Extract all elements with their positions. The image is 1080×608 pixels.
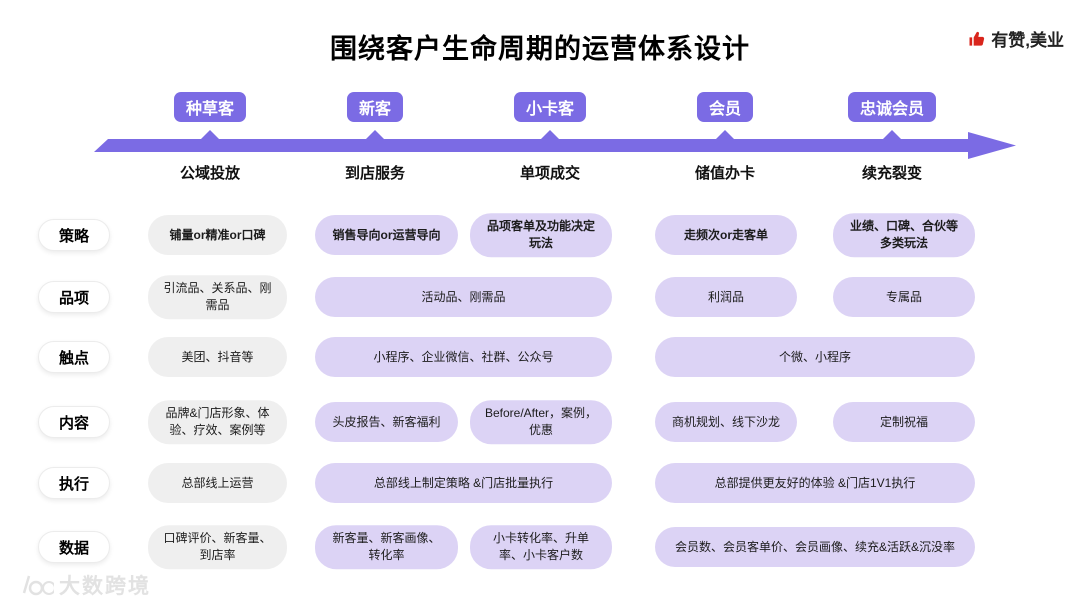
matrix-cell-r6-c3: 小卡转化率、升单率、小卡客户数	[470, 525, 612, 569]
row-label-3: 触点	[38, 341, 110, 373]
row-label-6: 数据	[38, 531, 110, 563]
matrix-row-3: 触点 美团、抖音等小程序、企业微信、社群、公众号 个微、小程序	[0, 333, 1080, 381]
page-title: 围绕客户生命周期的运营体系设计	[330, 34, 750, 64]
matrix-cell-r1-c3: 品项客单及功能决定玩法	[470, 213, 612, 257]
row-label-5: 执行	[38, 467, 110, 499]
matrix-cell-r1-c1: 铺量or精准or口碑	[148, 215, 287, 255]
matrix-cell-r5-c4: 总部提供更友好的体验 &门店1V1执行	[655, 463, 975, 503]
matrix-cell-r1-c5: 业绩、口碑、合伙等多类玩法	[833, 213, 975, 257]
matrix-cell-r4-c1: 品牌&门店形象、体验、疗效、案例等	[148, 400, 287, 444]
row-label-2: 品项	[38, 281, 110, 313]
matrix-cell-r1-c2: 销售导向or运营导向	[315, 215, 458, 255]
matrix-cell-r2-c2: 活动品、刚需品	[315, 277, 612, 317]
matrix-row-5: 执行 总部线上运营总部线上制定策略 &门店批量执行 总部提供更友好的体验 &门店1V…	[0, 459, 1080, 507]
matrix-cell-r3-c4: 个微、小程序	[655, 337, 975, 377]
watermark: 大数跨境	[20, 570, 151, 600]
glasses-icon	[20, 573, 54, 597]
stage-badge-1: 种草客	[173, 92, 247, 122]
matrix-cell-r1-c4: 走频次or走客单	[655, 215, 797, 255]
stage-badge-2: 新客	[346, 92, 404, 122]
matrix-row-2: 品项 引流品、关系品、刚需品活动品、刚需品 利润品专属品	[0, 273, 1080, 321]
matrix-cell-r6-c4: 会员数、会员客单价、会员画像、续充&活跃&沉没率	[655, 527, 975, 567]
matrix-row-6: 数据 口碑评价、新客量、到店率新客量、新客画像、转化率小卡转化率、升单率、小卡客户…	[0, 523, 1080, 571]
phase-label-1: 公域投放	[179, 165, 241, 182]
row-label-4: 内容	[38, 406, 110, 438]
brand-name: 有赞,美业	[991, 31, 1064, 50]
matrix-cell-r4-c4: 商机规划、线下沙龙	[655, 402, 797, 442]
matrix-cell-r2-c5: 专属品	[833, 277, 975, 317]
stage-badge-5: 忠诚会员	[847, 92, 937, 122]
row-label-1: 策略	[38, 219, 110, 251]
matrix-cell-r4-c5: 定制祝福	[833, 402, 975, 442]
matrix-cell-r5-c2: 总部线上制定策略 &门店批量执行	[315, 463, 612, 503]
matrix-cell-r2-c4: 利润品	[655, 277, 797, 317]
watermark-text: 大数跨境	[59, 575, 151, 598]
stage-badge-4: 会员	[696, 92, 754, 122]
matrix-cell-r6-c2: 新客量、新客画像、转化率	[315, 525, 458, 569]
stage-badge-3: 小卡客	[513, 92, 587, 122]
timeline-arrow-icon	[94, 130, 1016, 159]
matrix-row-4: 内容 品牌&门店形象、体验、疗效、案例等头皮报告、新客福利 Before/After…	[0, 398, 1080, 446]
matrix-cell-r6-c1: 口碑评价、新客量、到店率	[148, 525, 287, 569]
matrix-row-1: 策略 铺量or精准or口碑销售导向or运营导向品项客单及功能决定玩法 走频次or走客…	[0, 211, 1080, 259]
phase-label-2: 到店服务	[344, 165, 406, 182]
brand-logo: 有赞,美业	[967, 26, 1064, 51]
matrix-cell-r3-c1: 美团、抖音等	[148, 337, 287, 377]
phase-label-4: 储值办卡	[694, 165, 756, 182]
matrix-cell-r2-c1: 引流品、关系品、刚需品	[148, 275, 287, 319]
phase-label-5: 续充裂变	[861, 165, 923, 182]
matrix-cell-r3-c2: 小程序、企业微信、社群、公众号	[315, 337, 612, 377]
thumbs-up-icon	[967, 29, 987, 49]
phase-label-3: 单项成交	[519, 165, 581, 182]
matrix-cell-r4-c3: Before/After，案例，优惠	[470, 400, 612, 444]
matrix-cell-r5-c1: 总部线上运营	[148, 463, 287, 503]
matrix-cell-r4-c2: 头皮报告、新客福利	[315, 402, 458, 442]
